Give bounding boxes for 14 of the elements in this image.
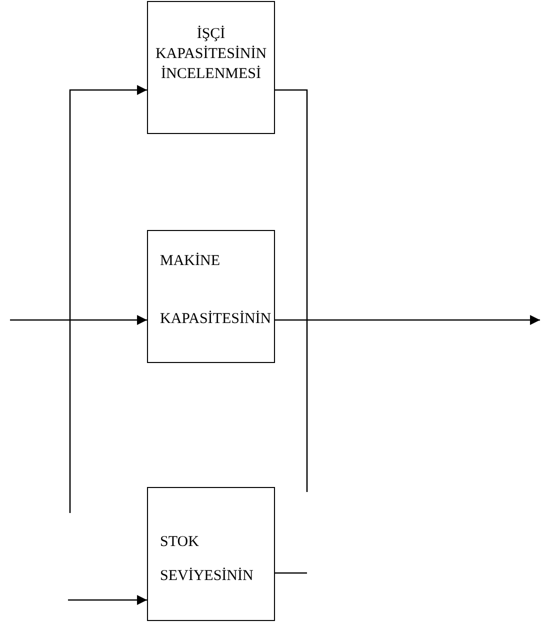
- arrow: [68, 595, 147, 605]
- arrow: [275, 315, 540, 325]
- box-label: STOK: [160, 534, 199, 551]
- arrow: [10, 315, 147, 325]
- connector-line: [275, 89, 308, 492]
- process-box: [147, 230, 275, 363]
- box-label: İŞÇİ KAPASİTESİNİN İNCELENMESİ: [154, 24, 268, 84]
- box-label: MAKİNE: [160, 253, 220, 270]
- process-box: [147, 1, 275, 134]
- process-box: [147, 487, 275, 621]
- box-label: KAPASİTESİNİN: [160, 311, 272, 328]
- connector-line: [275, 572, 307, 574]
- box-label: SEVİYESİNİN: [160, 568, 254, 585]
- arrow: [69, 85, 147, 513]
